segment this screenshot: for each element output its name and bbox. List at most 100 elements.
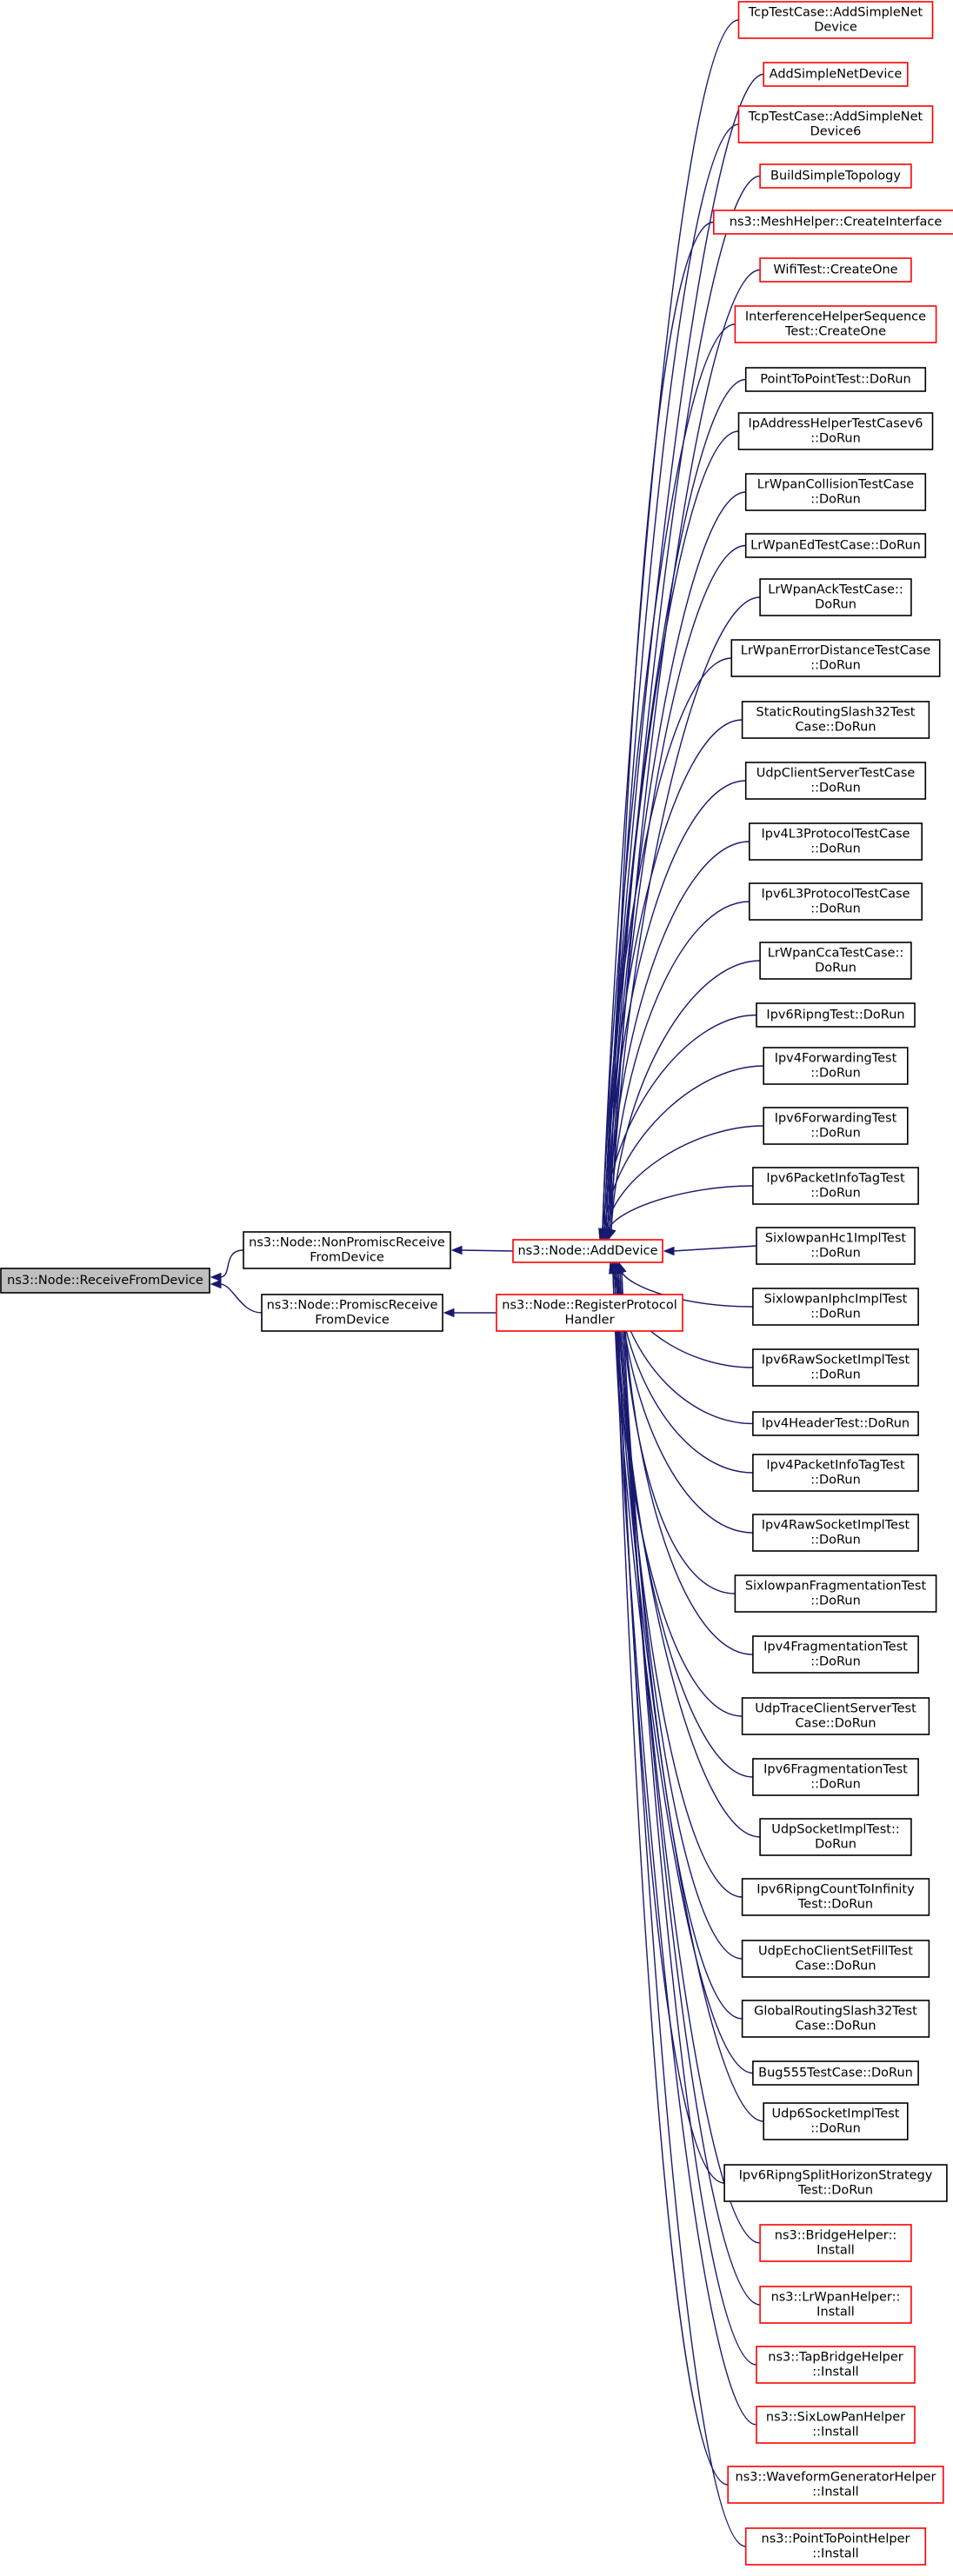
edge-caller-31 bbox=[614, 1271, 753, 1778]
node-ns3-bridgehelper-install-label: ns3::BridgeHelper:: bbox=[775, 2229, 896, 2243]
node-lrwpanerrordistancetestcase-dorun-label: ::DoRun bbox=[810, 659, 861, 673]
node-ipv6ripngtest-dorun[interactable]: Ipv6RipngTest::DoRun bbox=[756, 1002, 916, 1028]
node-ns3-bridgehelper-install[interactable]: ns3::BridgeHelper::Install bbox=[759, 2224, 912, 2262]
node-interferencehelpersequencetest-createone[interactable]: InterferenceHelperSequenceTest::CreateOn… bbox=[734, 305, 937, 343]
graph-edges bbox=[210, 19, 764, 2547]
node-sixlowpanhc1impltest-dorun-label: SixlowpanHc1ImplTest bbox=[765, 1232, 906, 1246]
node-lrwpanedtestcase-dorun[interactable]: LrWpanEdTestCase::DoRun bbox=[744, 533, 927, 558]
node-tcptestcase-addsimplenetdevice[interactable]: TcpTestCase::AddSimpleNetDevice bbox=[737, 1, 934, 39]
node-lrwpancollisiontestcase-dorun[interactable]: LrWpanCollisionTestCase::DoRun bbox=[744, 473, 927, 511]
node-wifitest-createone[interactable]: WifiTest::CreateOne bbox=[759, 257, 912, 283]
node-ns3-meshhelper-createinterface-label: ns3::MeshHelper::CreateInterface bbox=[730, 216, 943, 230]
node-sixlowpanhc1impltest-dorun[interactable]: SixlowpanHc1ImplTest::DoRun bbox=[756, 1227, 916, 1265]
node-receive-from-device-label: ns3::Node::ReceiveFromDevice bbox=[7, 1274, 203, 1288]
node-buildsimpletopology-label: BuildSimpleTopology bbox=[770, 170, 901, 183]
node-ipv6ripngsplithorizonstrategytest-dorun-label: Ipv6RipngSplitHorizonStrategy bbox=[739, 2169, 933, 2183]
edge-caller-32 bbox=[616, 1271, 761, 1838]
node-sixlowpanhc1impltest-dorun-box bbox=[756, 1227, 916, 1265]
node-lrwpanerrordistancetestcase-dorun[interactable]: LrWpanErrorDistanceTestCase::DoRun bbox=[730, 639, 941, 677]
node-ipv4l3protocoltestcase-dorun[interactable]: Ipv4L3ProtocolTestCase::DoRun bbox=[748, 822, 923, 861]
edge-nonpromisc-to-root bbox=[219, 1249, 244, 1278]
edge-caller-12 bbox=[602, 657, 732, 1231]
node-sixlowpanfragmentationtest-dorun[interactable]: SixlowpanFragmentationTest::DoRun bbox=[734, 1574, 937, 1613]
node-ipaddresshelpertestcasev6-dorun[interactable]: IpAddressHelperTestCasev6::DoRun bbox=[737, 412, 934, 450]
node-tcptestcase-addsimplenetdevice6-label: Device6 bbox=[810, 125, 862, 139]
node-ipv6forwardingtest-dorun[interactable]: Ipv6ForwardingTest::DoRun bbox=[763, 1107, 909, 1145]
node-ipv6fragmentationtest-dorun[interactable]: Ipv6FragmentationTest::DoRun bbox=[752, 1758, 919, 1796]
node-bug555testcase-dorun-label: Bug555TestCase::DoRun bbox=[758, 2067, 913, 2080]
edge-caller-40 bbox=[619, 1271, 761, 2306]
node-lrwpanacktestcase-dorun[interactable]: LrWpanAckTestCase::DoRun bbox=[759, 578, 912, 616]
edge-caller-7 bbox=[603, 378, 746, 1231]
node-ns3-pointtopointhelper-install[interactable]: ns3::PointToPointHelper::Install bbox=[744, 2527, 927, 2566]
node-ns3-node-promiscreceivefromdevice-label: ns3::Node::PromiscReceive bbox=[267, 1299, 438, 1313]
node-ipv4packetinfotagtest-dorun[interactable]: Ipv4PacketInfoTagTest::DoRun bbox=[752, 1454, 919, 1492]
node-udpsocketimpltest-dorun[interactable]: UdpSocketImplTest::DoRun bbox=[759, 1818, 912, 1856]
node-receive-from-device[interactable]: ns3::Node::ReceiveFromDevice bbox=[0, 1268, 210, 1294]
node-addsimplenetdevice[interactable]: AddSimpleNetDevice bbox=[763, 62, 909, 87]
node-buildsimpletopology[interactable]: BuildSimpleTopology bbox=[759, 163, 912, 189]
node-ipv6rawsocketimpltest-dorun-label: ::DoRun bbox=[810, 1368, 861, 1382]
node-udpechoclientsetfilltestcase-dorun-label: Case::DoRun bbox=[795, 1960, 876, 1974]
node-ns3-meshhelper-createinterface[interactable]: ns3::MeshHelper::CreateInterface bbox=[712, 210, 953, 235]
node-ns3-pointtopointhelper-install-label: ns3::PointToPointHelper bbox=[762, 2533, 910, 2546]
node-ns3-sixlowpanhelper-install[interactable]: ns3::SixLowPanHelper::Install bbox=[756, 2406, 916, 2444]
node-ns3-lrwpanhelper-install-label: Install bbox=[816, 2306, 855, 2320]
node-lrwpancollisiontestcase-dorun-label: ::DoRun bbox=[810, 493, 861, 507]
node-lrwpanccatestcase-dorun[interactable]: LrWpanCcaTestCase::DoRun bbox=[759, 942, 912, 980]
node-ipv6rawsocketimpltest-dorun[interactable]: Ipv6RawSocketImplTest::DoRun bbox=[752, 1348, 919, 1387]
node-udpclientservertestcase-dorun[interactable]: UdpClientServerTestCase::DoRun bbox=[744, 762, 927, 800]
node-wifitest-createone-box bbox=[759, 257, 912, 283]
node-ipv4forwardingtest-dorun-box bbox=[763, 1047, 909, 1085]
node-tcptestcase-addsimplenetdevice-box bbox=[737, 1, 934, 39]
node-ipv4headertest-dorun[interactable]: Ipv4HeaderTest::DoRun bbox=[752, 1411, 919, 1436]
node-ipv4packetinfotagtest-dorun-label: ::DoRun bbox=[810, 1474, 861, 1488]
node-sixlowpaniphcimpltest-dorun[interactable]: SixlowpanIphcImplTest::DoRun bbox=[752, 1288, 919, 1326]
node-addsimplenetdevice-label: AddSimpleNetDevice bbox=[770, 68, 903, 82]
node-ipv6forwardingtest-dorun-label: ::DoRun bbox=[810, 1127, 861, 1141]
edge-arrow-promisc bbox=[210, 1279, 222, 1289]
edge-arrow-registerhandler bbox=[443, 1308, 455, 1318]
node-ns3-lrwpanhelper-install[interactable]: ns3::LrWpanHelper::Install bbox=[759, 2286, 912, 2324]
node-pointtopointtest-dorun[interactable]: PointToPointTest::DoRun bbox=[744, 367, 927, 392]
node-bug555testcase-dorun[interactable]: Bug555TestCase::DoRun bbox=[752, 2060, 919, 2086]
node-ns3-node-registerprotocolhandler-label: Handler bbox=[564, 1314, 614, 1328]
node-receive-from-device-box bbox=[0, 1268, 210, 1294]
node-ipv6l3protocoltestcase-dorun-label: ::DoRun bbox=[810, 902, 861, 916]
node-ns3-lrwpanhelper-install-box bbox=[759, 2286, 912, 2324]
node-ipv6packetinfotagtest-dorun[interactable]: Ipv6PacketInfoTagTest::DoRun bbox=[752, 1167, 919, 1205]
node-ipv4fragmentationtest-dorun[interactable]: Ipv4FragmentationTest::DoRun bbox=[752, 1635, 919, 1674]
node-staticroutingslash32testcase-dorun-label: StaticRoutingSlash32Test bbox=[756, 706, 916, 720]
node-ns3-tapbridgehelper-install[interactable]: ns3::TapBridgeHelper::Install bbox=[756, 2346, 916, 2384]
edge-caller-18 bbox=[602, 1014, 757, 1231]
node-pointtopointtest-dorun-label: PointToPointTest::DoRun bbox=[760, 373, 910, 387]
node-ipv4rawsocketimpltest-dorun[interactable]: Ipv4RawSocketImplTest::DoRun bbox=[752, 1514, 919, 1552]
node-udptraceclientservertestcase-dorun-label: Case::DoRun bbox=[795, 1717, 876, 1731]
node-ns3-node-promiscreceivefromdevice-box bbox=[261, 1294, 443, 1332]
node-lrwpancollisiontestcase-dorun-box bbox=[744, 473, 927, 511]
node-udp6socketimpltest-dorun[interactable]: Udp6SocketImplTest::DoRun bbox=[763, 2102, 909, 2140]
node-ns3-node-nonpromiscreceivefromdevice-label: FromDevice bbox=[310, 1251, 384, 1265]
node-ipv4fragmentationtest-dorun-box bbox=[752, 1635, 919, 1674]
node-ipv6l3protocoltestcase-dorun[interactable]: Ipv6L3ProtocolTestCase::DoRun bbox=[748, 882, 923, 921]
node-ipv4rawsocketimpltest-dorun-box bbox=[752, 1514, 919, 1552]
node-ipv6fragmentationtest-dorun-label: ::DoRun bbox=[810, 1778, 861, 1792]
node-ns3-waveformgeneratorhelper-install[interactable]: ns3::WaveformGeneratorHelper::Install bbox=[727, 2466, 944, 2504]
node-lrwpanccatestcase-dorun-box bbox=[759, 942, 912, 980]
node-ns3-node-adddevice[interactable]: ns3::Node::AddDevice bbox=[512, 1239, 663, 1263]
node-ipv4packetinfotagtest-dorun-box bbox=[752, 1454, 919, 1492]
edge-adddevice-to-nonpromisc bbox=[460, 1249, 514, 1252]
node-ipv6forwardingtest-dorun-label: Ipv6ForwardingTest bbox=[775, 1112, 897, 1126]
node-ipv4forwardingtest-dorun[interactable]: Ipv4ForwardingTest::DoRun bbox=[763, 1047, 909, 1085]
